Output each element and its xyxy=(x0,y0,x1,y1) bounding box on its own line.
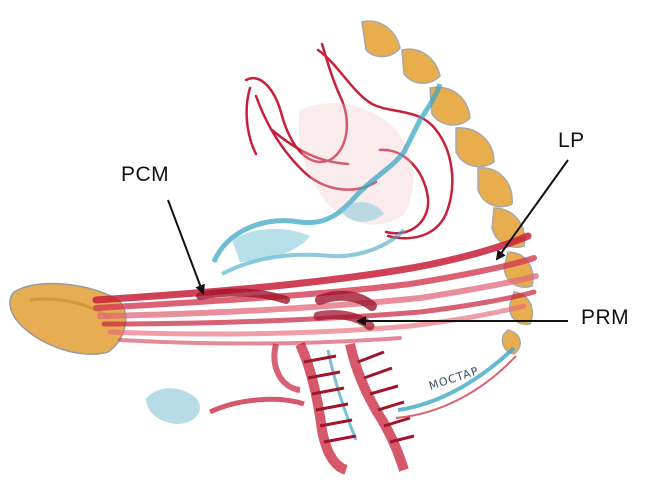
lp-label: LP xyxy=(558,129,585,153)
prm-label: PRM xyxy=(581,306,629,330)
anal-canal xyxy=(274,344,414,470)
pcm-label: PCM xyxy=(121,163,169,187)
perineal-body xyxy=(146,388,304,424)
pubic-bone xyxy=(10,284,126,355)
pcm-arrow xyxy=(168,200,203,293)
lp-arrow xyxy=(497,160,568,259)
levator-ani-muscles xyxy=(96,236,536,344)
